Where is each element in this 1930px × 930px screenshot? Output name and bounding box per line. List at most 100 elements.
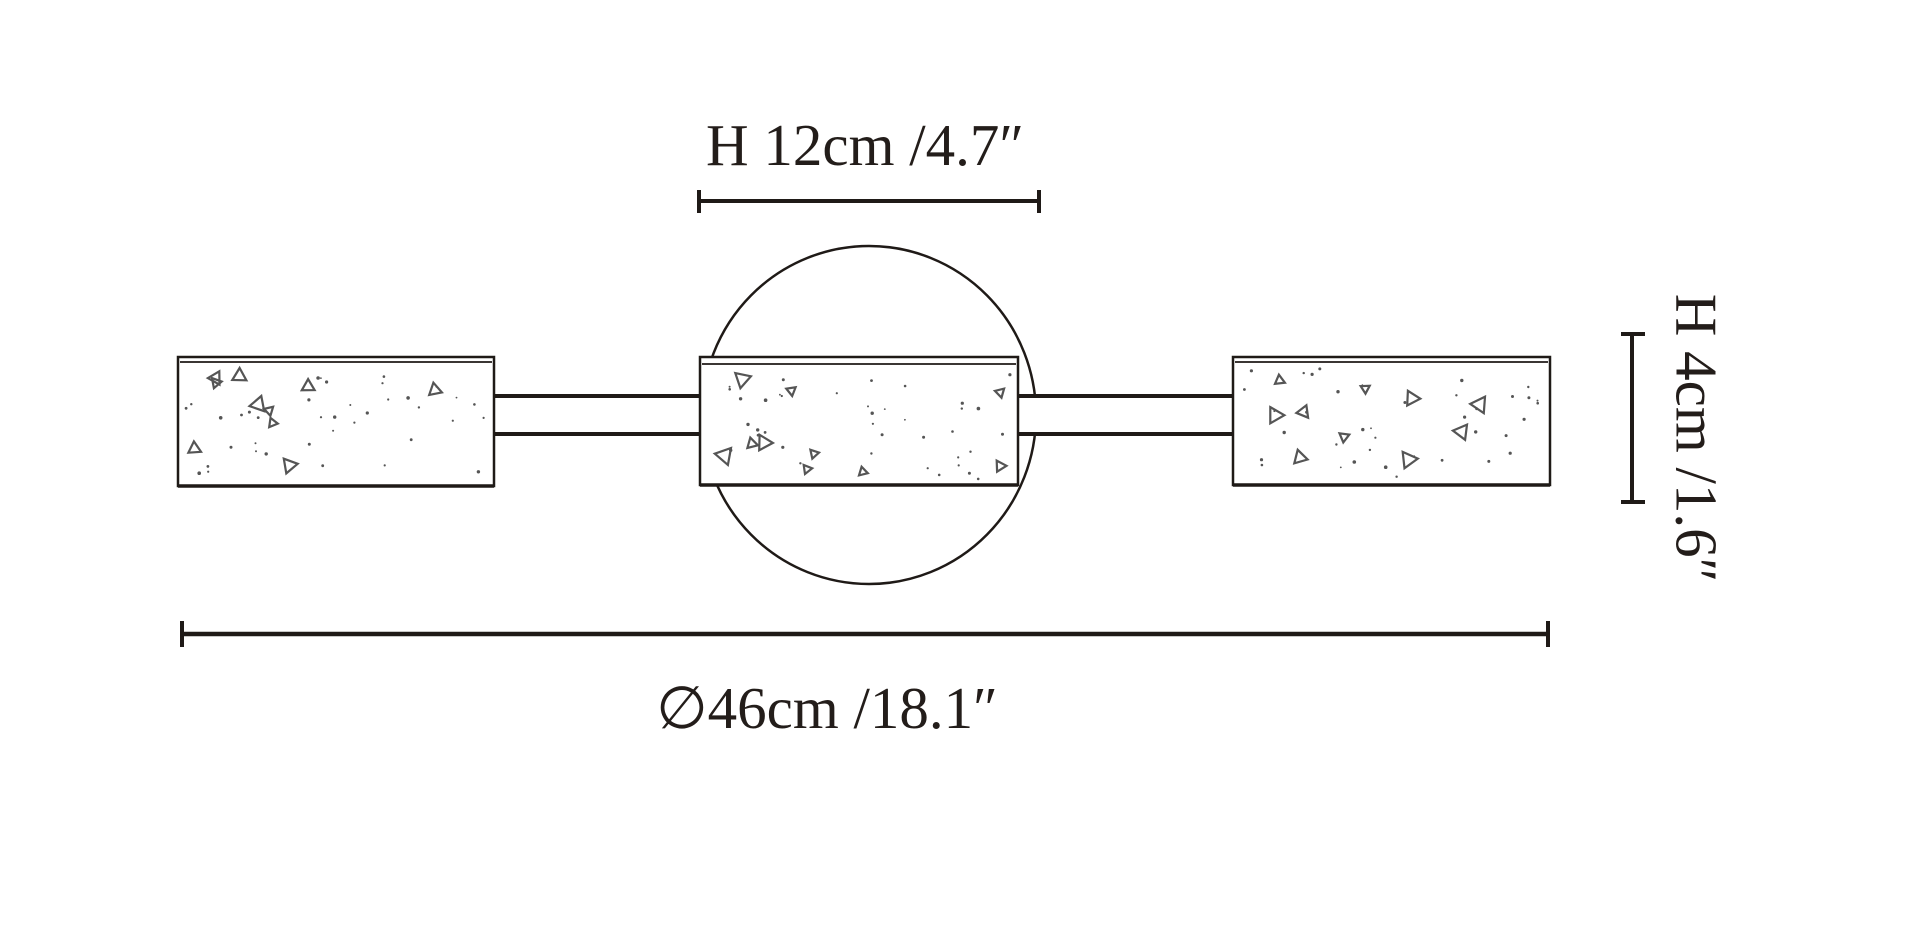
terrazzo-speck xyxy=(319,416,323,419)
terrazzo-speck xyxy=(926,467,929,470)
terrazzo-speck xyxy=(937,473,941,477)
terrazzo-chip xyxy=(733,371,753,391)
shade-left-terrazzo-texture xyxy=(184,365,485,476)
terrazzo-speck xyxy=(1259,458,1264,462)
top-dimension-label: H 12cm /4.7″ xyxy=(706,112,1024,178)
terrazzo-speck xyxy=(969,450,972,453)
terrazzo-speck xyxy=(1474,430,1478,434)
terrazzo-speck xyxy=(870,452,873,455)
terrazzo-speck xyxy=(332,429,335,432)
terrazzo-speck xyxy=(316,376,320,380)
terrazzo-speck xyxy=(1318,367,1322,371)
terrazzo-speck xyxy=(763,431,767,434)
terrazzo-speck xyxy=(255,450,257,453)
terrazzo-chip xyxy=(427,380,444,397)
terrazzo-speck xyxy=(333,415,337,419)
terrazzo-speck xyxy=(451,419,454,422)
terrazzo-speck xyxy=(307,442,311,446)
terrazzo-speck xyxy=(207,470,210,473)
terrazzo-speck xyxy=(1302,371,1305,375)
terrazzo-speck xyxy=(1368,448,1372,452)
terrazzo-speck xyxy=(870,379,873,382)
terrazzo-speck xyxy=(781,445,785,449)
terrazzo-speck xyxy=(976,406,981,411)
terrazzo-speck xyxy=(1310,372,1314,376)
terrazzo-speck xyxy=(1536,401,1539,405)
terrazzo-speck xyxy=(957,464,960,467)
terrazzo-speck xyxy=(903,384,907,388)
terrazzo-speck xyxy=(476,470,481,474)
terrazzo-speck xyxy=(190,403,193,406)
terrazzo-speck xyxy=(1527,396,1531,400)
terrazzo-chip xyxy=(282,457,300,476)
terrazzo-chip xyxy=(1450,422,1469,442)
terrazzo-speck xyxy=(967,471,971,475)
terrazzo-speck xyxy=(307,398,311,402)
arm-left-mask xyxy=(495,395,700,435)
terrazzo-speck xyxy=(382,375,386,378)
shade-center-body xyxy=(698,355,1020,487)
terrazzo-chip xyxy=(995,458,1009,474)
terrazzo-speck xyxy=(247,410,251,414)
terrazzo-speck xyxy=(951,430,954,433)
shade-center xyxy=(698,355,1020,487)
terrazzo-speck xyxy=(728,385,731,388)
terrazzo-speck xyxy=(264,452,268,456)
terrazzo-speck xyxy=(417,406,421,409)
terrazzo-speck xyxy=(1383,465,1388,470)
terrazzo-chip xyxy=(1273,372,1287,386)
terrazzo-speck xyxy=(349,404,352,406)
terrazzo-speck xyxy=(353,421,356,424)
terrazzo-speck xyxy=(1536,399,1539,402)
terrazzo-speck xyxy=(799,462,802,465)
terrazzo-speck xyxy=(1487,459,1491,463)
terrazzo-speck xyxy=(835,392,838,395)
terrazzo-speck xyxy=(1440,458,1444,462)
terrazzo-speck xyxy=(320,377,322,379)
terrazzo-chip xyxy=(1358,384,1372,396)
terrazzo-speck xyxy=(1460,378,1464,383)
terrazzo-speck xyxy=(780,394,783,398)
terrazzo-chip xyxy=(784,385,798,399)
shade-left-body xyxy=(176,355,496,488)
terrazzo-chip xyxy=(1337,431,1352,445)
terrazzo-speck xyxy=(763,398,768,403)
terrazzo-speck xyxy=(321,464,325,468)
terrazzo-speck xyxy=(738,397,743,401)
terrazzo-speck xyxy=(871,422,875,425)
terrazzo-speck xyxy=(781,378,785,382)
terrazzo-speck xyxy=(184,406,188,410)
terrazzo-chip xyxy=(992,387,1006,400)
terrazzo-speck xyxy=(746,422,750,427)
terrazzo-speck xyxy=(409,438,413,442)
terrazzo-chip xyxy=(261,405,275,418)
terrazzo-speck xyxy=(254,442,257,445)
shade-left xyxy=(176,355,496,488)
terrazzo-chip xyxy=(1406,388,1423,408)
terrazzo-chip xyxy=(247,393,266,413)
terrazzo-chip xyxy=(267,415,280,429)
terrazzo-chip xyxy=(1294,403,1310,420)
terrazzo-speck xyxy=(1336,390,1340,394)
terrazzo-chip xyxy=(299,376,317,392)
terrazzo-speck xyxy=(779,393,781,396)
terrazzo-speck xyxy=(387,398,390,401)
right-dimension-label: H 4cm /1.6″ xyxy=(1663,294,1729,582)
terrazzo-speck xyxy=(218,416,223,420)
terrazzo-speck xyxy=(256,416,260,419)
terrazzo-chip xyxy=(210,376,224,391)
terrazzo-speck xyxy=(957,456,960,459)
terrazzo-speck xyxy=(383,464,386,467)
terrazzo-speck xyxy=(1403,401,1407,404)
terrazzo-chip xyxy=(758,432,776,453)
terrazzo-speck xyxy=(473,403,476,406)
terrazzo-speck xyxy=(455,396,458,399)
shade-right-terrazzo-texture xyxy=(1243,367,1539,478)
terrazzo-chip xyxy=(230,365,249,382)
terrazzo-speck xyxy=(1374,436,1377,439)
terrazzo-speck xyxy=(1361,427,1365,432)
terrazzo-speck xyxy=(883,408,886,410)
right-dimension: H 4cm /1.6″ xyxy=(1621,294,1729,582)
terrazzo-speck xyxy=(1395,475,1398,478)
